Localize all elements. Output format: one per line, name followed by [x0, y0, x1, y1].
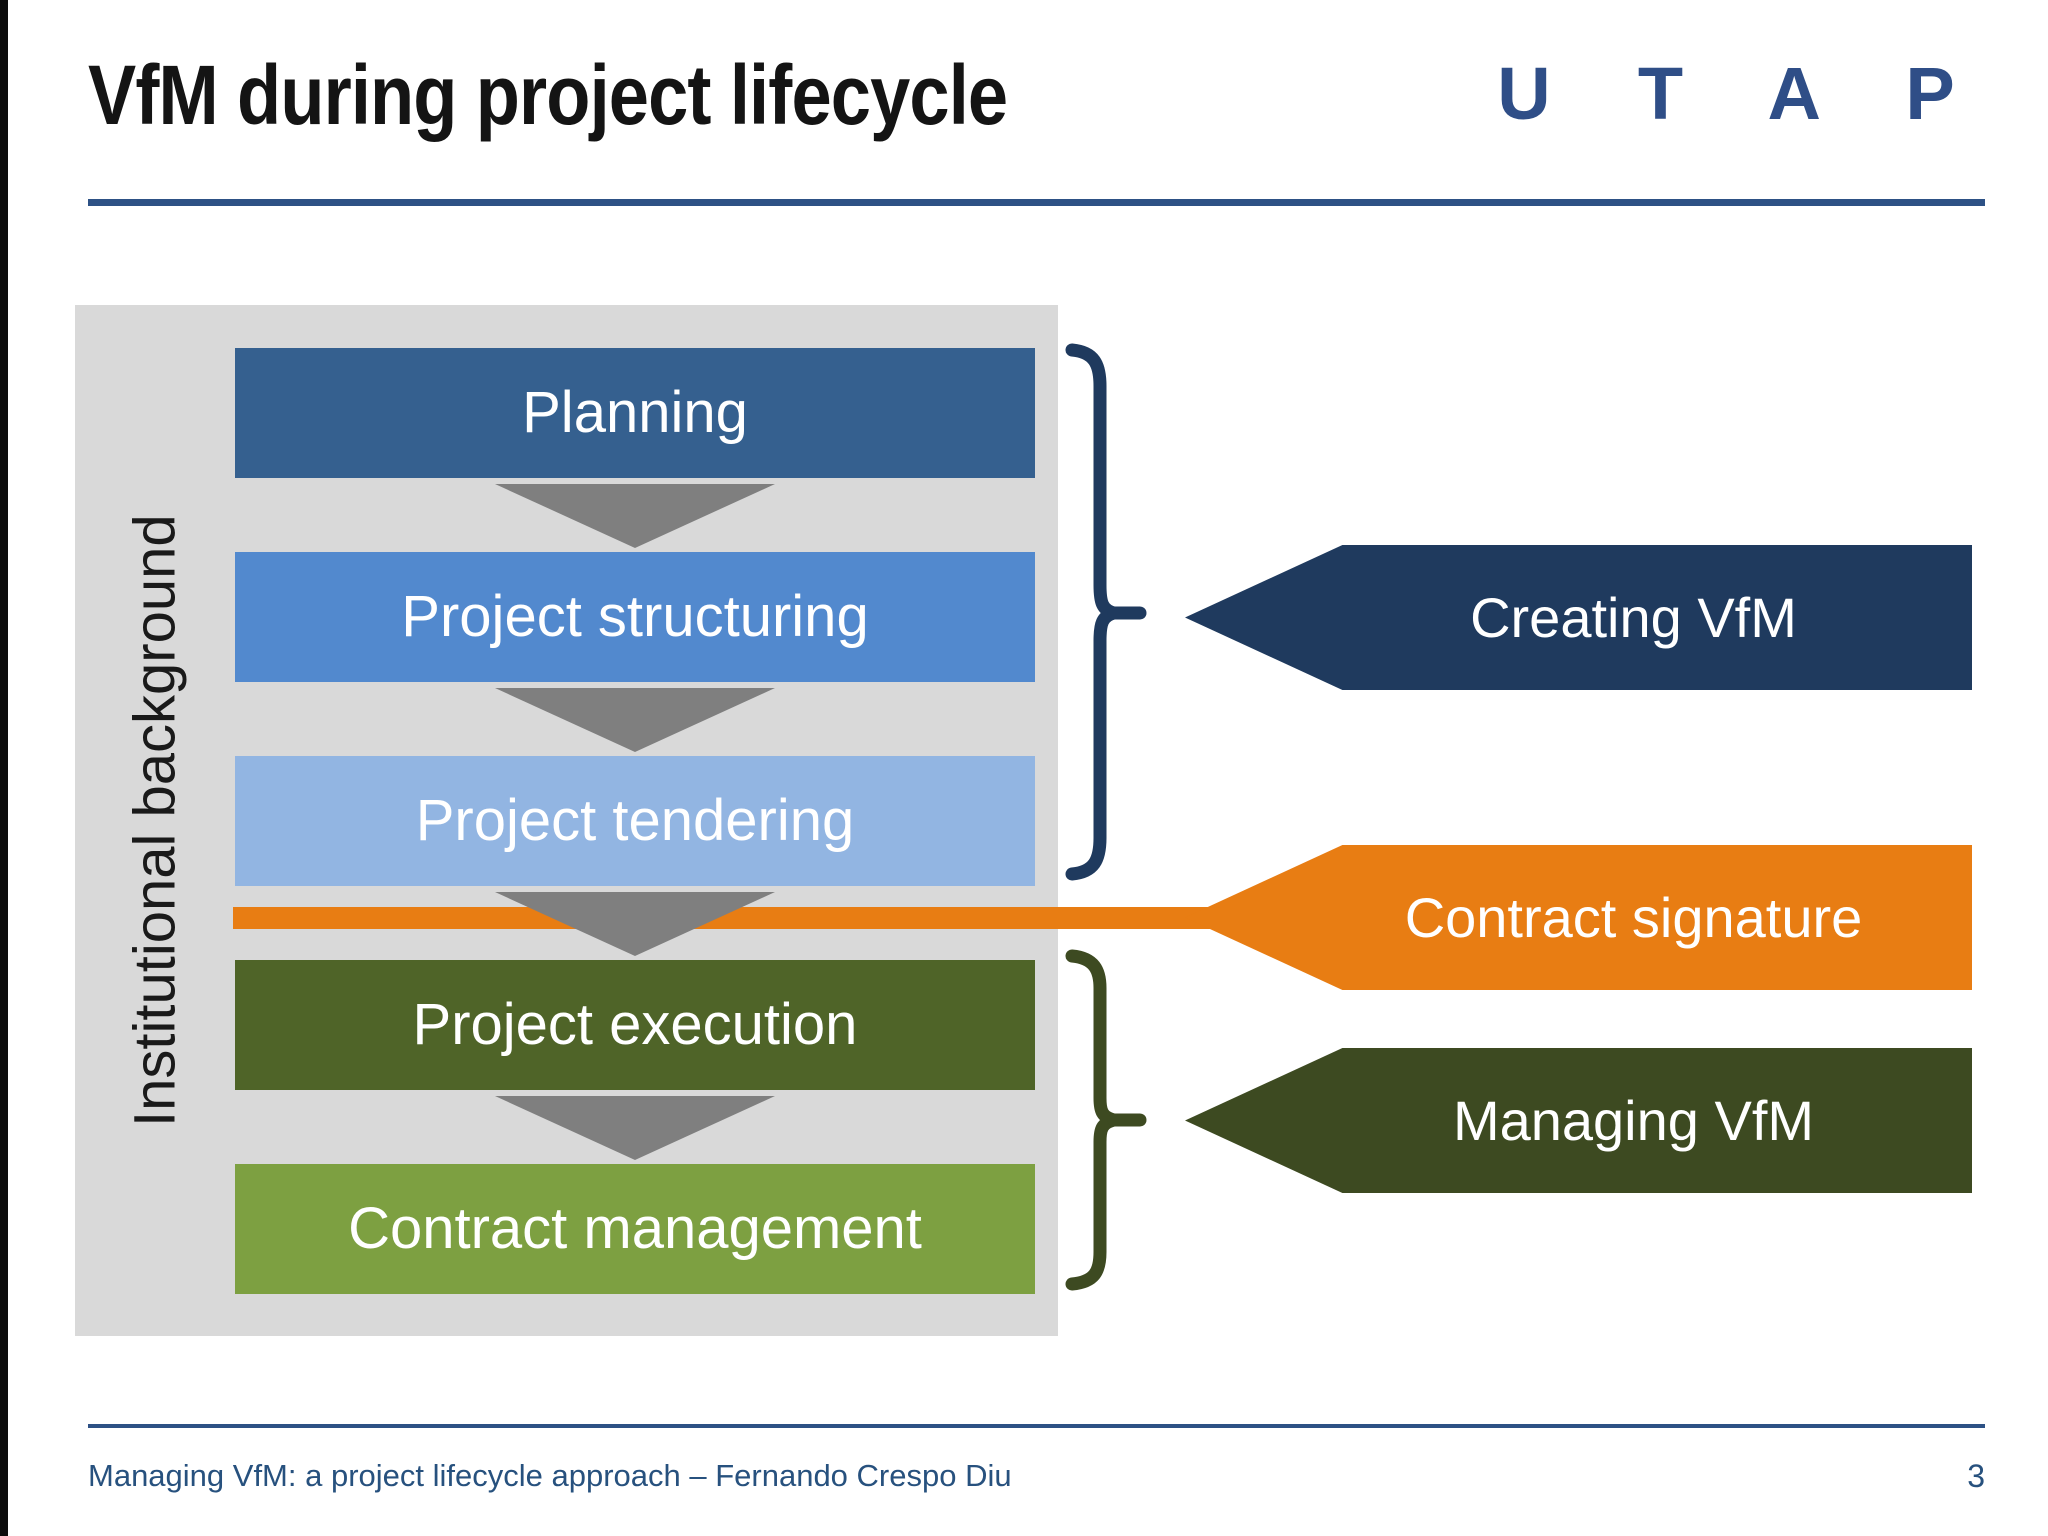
footer-text: Managing VfM: a project lifecycle approa… [88, 1458, 1012, 1493]
stage-planning: Planning [235, 348, 1035, 478]
page-number: 3 [1967, 1458, 1985, 1494]
callout-managing-vfm: Managing VfM [1185, 1048, 1972, 1193]
left-edge-strip [0, 0, 8, 1536]
utap-logo: U T A P [1497, 52, 1988, 135]
managing-vfm-brace-icon [1065, 949, 1147, 1291]
footer-divider [88, 1424, 1985, 1428]
stage-project-execution: Project execution [235, 960, 1035, 1090]
creating-vfm-brace-icon [1065, 343, 1147, 881]
title-divider [88, 199, 1985, 206]
stage-project-tendering: Project tendering [235, 756, 1035, 886]
contract-signature-line [233, 907, 1240, 929]
callout-contract-signature-label: Contract signature [1404, 886, 1863, 949]
stage-project-structuring: Project structuring [235, 552, 1035, 682]
callout-creating-vfm: Creating VfM [1185, 545, 1972, 690]
stage-contract-management: Contract management [235, 1164, 1035, 1294]
slide-title: VfM during project lifecycle [88, 48, 1008, 142]
callout-creating-vfm-label: Creating VfM [1470, 586, 1797, 649]
institutional-background-label: Institutional background [122, 514, 188, 1127]
callout-contract-signature: Contract signature [1185, 845, 1972, 990]
callout-managing-vfm-label: Managing VfM [1452, 1089, 1815, 1152]
